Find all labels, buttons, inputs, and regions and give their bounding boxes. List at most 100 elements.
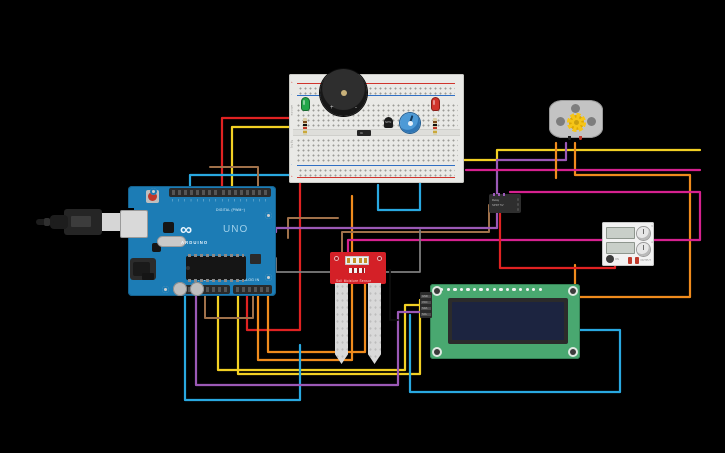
module-pin-3[interactable]: [503, 193, 505, 196]
usb-cable-cord: [36, 218, 54, 226]
bottom-rail-positive: [297, 165, 455, 166]
bottom-rail-plus-label: +: [291, 174, 293, 178]
resistor-band: [433, 131, 437, 133]
led-green[interactable]: [302, 98, 309, 110]
resistor-band: [303, 124, 307, 126]
digital-header[interactable]: [169, 188, 271, 197]
row-numbers-lower: fghij: [290, 140, 294, 149]
i2c-pin-label-scl: SCL: [422, 313, 428, 317]
resistor-band: [433, 127, 437, 129]
arduino-brand-label: ARDUINO: [181, 240, 209, 245]
led-red[interactable]: [432, 98, 439, 110]
module-dot-2: [516, 203, 519, 206]
top-rail-positive: [297, 83, 455, 84]
power-switch[interactable]: [606, 255, 614, 263]
soil-probe-right: [368, 283, 381, 364]
voltage-knob-label: V: [651, 225, 653, 228]
module-dot-1: [516, 198, 519, 201]
module-label-line1: Relay: [492, 198, 500, 202]
center-gutter: [293, 129, 460, 136]
analog-header[interactable]: [233, 285, 272, 294]
atmega-mcu: [186, 254, 246, 282]
dc-power-supply[interactable]: V A ON OUTPUT: [602, 222, 654, 266]
i2c-backpack[interactable]: GND VCC SDA SCL: [420, 292, 432, 318]
voltage-regulator: [142, 273, 154, 280]
resistor-band: [433, 124, 437, 126]
output-terminal-negative[interactable]: [628, 257, 632, 264]
resistor-band: [303, 131, 307, 133]
top-power-rail-holes[interactable]: [297, 85, 455, 95]
current-knob-label: A: [651, 241, 653, 244]
voltage-display: [606, 227, 635, 239]
i2c-pin-label-gnd: GND: [422, 295, 428, 299]
row-numbers-upper: abcde: [290, 105, 294, 117]
bottom-rail-minus-label: -: [291, 162, 292, 166]
icsp-header[interactable]: [250, 254, 261, 264]
lcd-16x2-display[interactable]: GND VCC SDA SCL: [420, 284, 580, 359]
output-label: OUTPUT: [640, 259, 651, 262]
resistor-red-led[interactable]: [433, 118, 437, 135]
top-rail-minus-label: -: [291, 92, 292, 96]
potentiometer-knob-center: [407, 120, 413, 126]
small-ic-label: IC: [360, 130, 363, 135]
arduino-uno-board[interactable]: DIGITAL (PWM~) | | | | | | | | | | | | |…: [120, 186, 276, 296]
mount-hole-bl: [162, 286, 169, 293]
resistor-band: [433, 121, 437, 123]
module-pin-2[interactable]: [498, 193, 500, 196]
lcd-screen: [448, 298, 568, 344]
soic-chip: [163, 222, 174, 233]
piezo-buzzer[interactable]: + -: [320, 69, 367, 116]
electrolytic-cap-1: [173, 282, 187, 296]
output-terminal-positive[interactable]: [635, 257, 639, 264]
bottom-rail-negative: [297, 177, 455, 178]
module-dot-3: [516, 208, 519, 211]
upper-terminal-holes[interactable]: [295, 102, 458, 128]
arduino-model-label: UNO: [223, 224, 249, 235]
bottom-power-rail-holes[interactable]: [297, 167, 455, 177]
motor-terminal-positive[interactable]: [579, 136, 582, 140]
relay-module[interactable]: Relay SPDT 5V: [489, 193, 521, 213]
npn-transistor[interactable]: NPN: [384, 117, 393, 128]
motor-hole-right: [587, 117, 596, 126]
soil-smd-parts: [349, 268, 365, 273]
i2c-pin-label-vcc: VCC: [422, 301, 428, 305]
lower-terminal-holes[interactable]: [295, 137, 458, 163]
soil-sensor-pcb: Soil Moisture Sensor: [330, 252, 386, 284]
motor-hole-top: [571, 104, 580, 113]
mount-hole-tr: [265, 212, 272, 219]
module-pin-1[interactable]: [493, 193, 495, 196]
breadboard[interactable]: + - + - abcde fghij: [289, 74, 464, 183]
mount-hole-tl: [150, 188, 157, 195]
lcd-mount-hole-br: [570, 349, 576, 355]
usb-connector-shell: [64, 209, 102, 235]
usb-cable-neck: [50, 215, 68, 229]
soil-mount-hole-right: [377, 256, 382, 261]
soil-moisture-sensor[interactable]: Soil Moisture Sensor: [330, 252, 386, 364]
voltage-knob[interactable]: [637, 227, 650, 240]
module-label-line2: SPDT 5V: [492, 203, 504, 207]
potentiometer[interactable]: [400, 113, 420, 133]
i2c-pin-label-sda: SDA: [422, 307, 428, 311]
crystal-oscillator: [157, 236, 186, 247]
motor-gear-icon: [566, 113, 586, 132]
top-rail-plus-label: +: [291, 80, 293, 84]
top-rail-negative: [297, 95, 455, 96]
buzzer-plus-label: +: [330, 105, 334, 111]
electrolytic-cap-2: [190, 282, 204, 296]
transistor-label: NPN: [385, 120, 392, 124]
lcd-pin-header[interactable]: [440, 288, 543, 292]
usb-port[interactable]: [120, 210, 148, 238]
dc-motor[interactable]: [549, 100, 603, 144]
resistor-green-led[interactable]: [303, 118, 307, 135]
motor-terminal-negative[interactable]: [568, 136, 571, 140]
lcd-screen-text: [452, 302, 564, 340]
resistor-band: [303, 121, 307, 123]
buzzer-sound-hole: [340, 89, 347, 96]
current-knob[interactable]: [637, 243, 650, 256]
lcd-mount-hole-bl: [434, 349, 440, 355]
soil-pin-header[interactable]: [345, 256, 369, 265]
soil-mount-hole-left: [334, 256, 339, 261]
usb-cable[interactable]: [36, 208, 132, 238]
small-ic[interactable]: IC: [357, 130, 371, 136]
